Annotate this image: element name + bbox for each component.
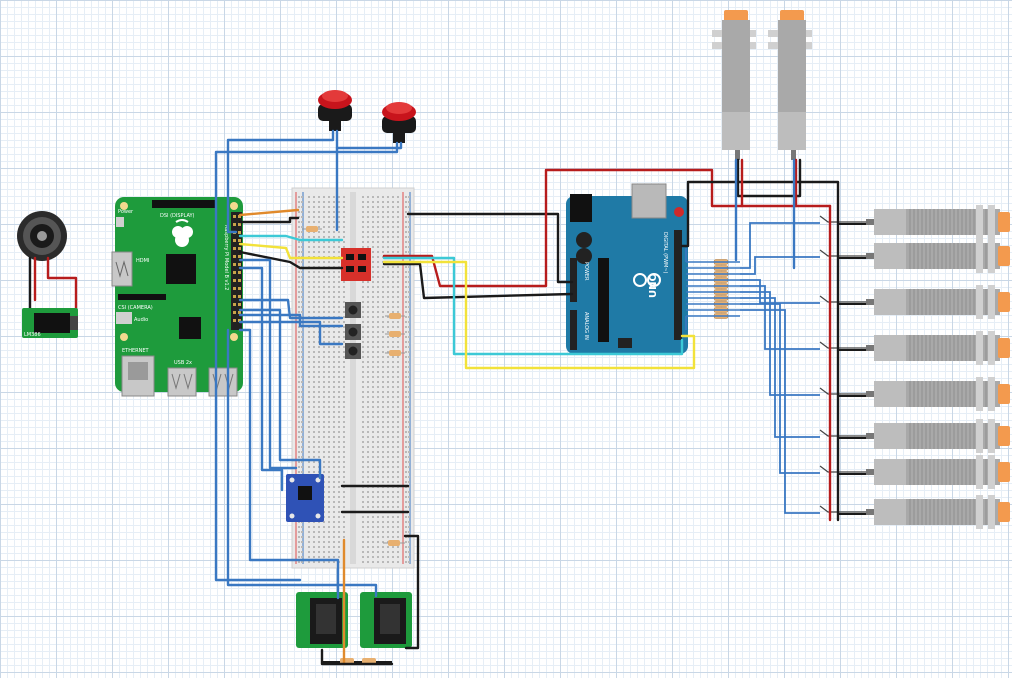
camera-connector-label: CSI (CAMERA) <box>118 305 153 311</box>
imu-sensor-module <box>286 474 324 522</box>
ir-sensor-top-1 <box>712 10 756 160</box>
arcade-button-1[interactable] <box>318 90 352 131</box>
ir-sensor-right-1 <box>819 205 1010 239</box>
raspberry-pi: DSI (DISPLAY) Raspberry Pi Model B v1.2 <box>111 197 243 397</box>
capacitor-1 <box>576 232 592 248</box>
arduino-reset-button[interactable] <box>674 207 684 217</box>
arduino-infinity-logo <box>633 273 661 287</box>
ir-sensor-right-3 <box>819 285 1010 319</box>
ethernet-label: ETHERNET <box>122 348 150 354</box>
ir-sensor-right-2 <box>819 239 1010 273</box>
usb-label: USB 2x <box>174 360 192 366</box>
resistor-bb-5 <box>383 540 405 546</box>
wires <box>214 129 840 666</box>
breadboard-jumper-black <box>340 484 410 514</box>
sensor-signal-wires <box>685 222 820 514</box>
tactile-button-1[interactable] <box>345 302 361 318</box>
arduino-usb-port <box>631 183 667 219</box>
audio-module-label: LM386 <box>24 332 41 338</box>
arduino-digital-header <box>674 230 682 340</box>
resistor-bb-2 <box>385 313 405 319</box>
usb-port-2 <box>208 367 238 397</box>
breadboard-center-channel <box>350 192 356 564</box>
audio-amp-module: LM386 <box>22 308 78 338</box>
speaker-wire-red <box>33 256 78 316</box>
audio-jack-label: Audio <box>134 317 148 323</box>
gpio-header <box>231 212 242 330</box>
ir-sensor-right-4 <box>819 331 1010 365</box>
arduino-analog-header <box>570 310 577 350</box>
photo-interrupter-2 <box>360 592 412 648</box>
power-header-label: POWER <box>583 262 589 281</box>
digital-header-label: DIGITAL (PWM~) <box>662 232 668 274</box>
raspberry-pi-board <box>115 197 243 392</box>
capacitor-2 <box>576 248 592 264</box>
ir-sensor-right-7 <box>819 455 1010 489</box>
speaker <box>17 211 67 261</box>
ir-sensor-right-5 <box>819 377 1010 411</box>
ir-sensor-right-8 <box>819 495 1010 529</box>
arcade-button-2[interactable] <box>382 102 416 143</box>
power-port-label: Power <box>118 209 134 215</box>
arduino-uno-label: UNO <box>648 273 659 298</box>
arduino-uno: DIGITAL (PWM~) POWER ANALOG IN UNO <box>566 183 688 354</box>
ir-sensor-right-6 <box>819 419 1010 453</box>
camera-connector <box>118 294 166 300</box>
icsp-header <box>618 338 632 348</box>
photo-interrupter-1 <box>296 592 348 648</box>
speaker-dustcap <box>37 231 47 241</box>
soc-chip <box>166 254 196 284</box>
display-connector <box>152 200 216 208</box>
usb-lan-chip <box>179 317 201 339</box>
raspberry-pi-model-label: Raspberry Pi Model B v1.2 <box>223 225 229 290</box>
resistor-bb-3 <box>385 331 405 337</box>
ir-sensor-top-2 <box>768 10 812 160</box>
atmega-chip <box>598 258 609 342</box>
resistor-bb-4 <box>385 350 405 356</box>
logic-level-shifter <box>341 248 371 281</box>
power-port <box>116 217 124 227</box>
arduino-power-jack <box>570 194 592 222</box>
display-connector-label: DSI (DISPLAY) <box>160 213 195 219</box>
tactile-button-3[interactable] <box>345 343 361 359</box>
resistor-bank <box>713 259 729 319</box>
resistor-bb-1 <box>302 226 322 232</box>
hdmi-label: HDMI <box>136 258 149 264</box>
audio-jack <box>116 312 132 324</box>
analog-header-label: ANALOG IN <box>583 312 589 340</box>
arduino-board <box>566 196 688 354</box>
arduino-power-header <box>570 258 577 302</box>
usb-port-1 <box>167 367 197 397</box>
ir-sensor-array <box>819 205 1010 529</box>
raspberry-logo <box>172 219 193 247</box>
tactile-button-2[interactable] <box>345 324 361 340</box>
